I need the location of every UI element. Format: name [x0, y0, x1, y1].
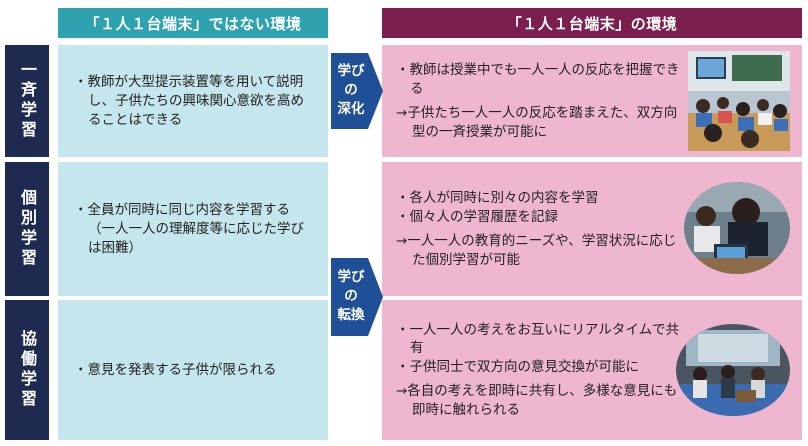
right-bullet: ・子供同士で双方向の意見交換が可能に — [396, 358, 639, 375]
arrow-label-line: 転換 — [337, 307, 365, 323]
left-cell-simultaneous: ・教師が大型提示装置等を用いて説明し、子供たちの興味関心意欲を高めることはできる — [58, 45, 328, 157]
right-cell-individual: ・各人が同時に別々の内容を学習 ・個々人の学習履歴を記録 →一人一人の教育的ニー… — [382, 162, 802, 296]
right-bullet: ・個々人の学習履歴を記録 — [396, 208, 558, 225]
right-bullet: ・各人が同時に別々の内容を学習 — [396, 190, 599, 206]
row-label-simultaneous-learning: 一斉学習 — [5, 45, 49, 157]
left-cell-collaborative: ・意見を発表する子供が限られる — [58, 300, 328, 440]
group-discussion-photo-icon — [676, 324, 790, 416]
row-label-individual-learning: 個別学習 — [5, 162, 49, 296]
arrow-label-line: の — [344, 82, 358, 98]
header-device-environment: 「１人１台端末」の環境 — [382, 8, 802, 38]
arrow-label-line: 学び — [337, 63, 365, 79]
transform-learning-arrow: 学び の 転換 — [331, 258, 383, 336]
row-label-collaborative-learning: 協働学習 — [5, 300, 49, 440]
right-arrow-text: →各自の考えを即時に共有し、多様な意見にも即時に触れられる — [396, 383, 678, 418]
right-arrow-text: →一人一人の教育的ニーズや、学習状況に応じた個別学習が可能 — [396, 233, 677, 268]
right-bullet: ・教師は授業中でも一人一人の反応を把握できる — [396, 62, 680, 97]
arrow-label-line: の — [344, 288, 358, 304]
left-text: ・全員が同時に同じ内容を学習する（一人一人の理解度等に応じた学びは困難） — [74, 201, 304, 256]
arrow-label-line: 深化 — [337, 101, 365, 117]
right-arrow-text: →子供たち一人一人の反応を踏まえた、双方向型の一斉授業が可能に — [396, 105, 678, 140]
header-non-device-environment: 「１人１台端末」ではない環境 — [58, 8, 328, 38]
arrow-label-line: 学び — [337, 269, 365, 285]
deepen-learning-arrow: 学び の 深化 — [331, 53, 383, 129]
right-bullet: ・一人一人の考えをお互いにリアルタイムで共有 — [396, 321, 680, 357]
left-text: ・教師が大型提示装置等を用いて説明し、子供たちの興味関心意欲を高めることはできる — [74, 73, 304, 128]
classroom-photo-icon — [688, 51, 790, 151]
left-text: ・意見を発表する子供が限られる — [74, 361, 277, 378]
student-tablet-photo-icon — [684, 182, 790, 274]
right-cell-collaborative: ・一人一人の考えをお互いにリアルタイムで共有 ・子供同士で双方向の意見交換が可能… — [382, 300, 802, 440]
left-cell-individual: ・全員が同時に同じ内容を学習する（一人一人の理解度等に応じた学びは困難） — [58, 162, 328, 296]
right-cell-simultaneous: ・教師は授業中でも一人一人の反応を把握できる →子供たち一人一人の反応を踏まえた… — [382, 45, 802, 157]
